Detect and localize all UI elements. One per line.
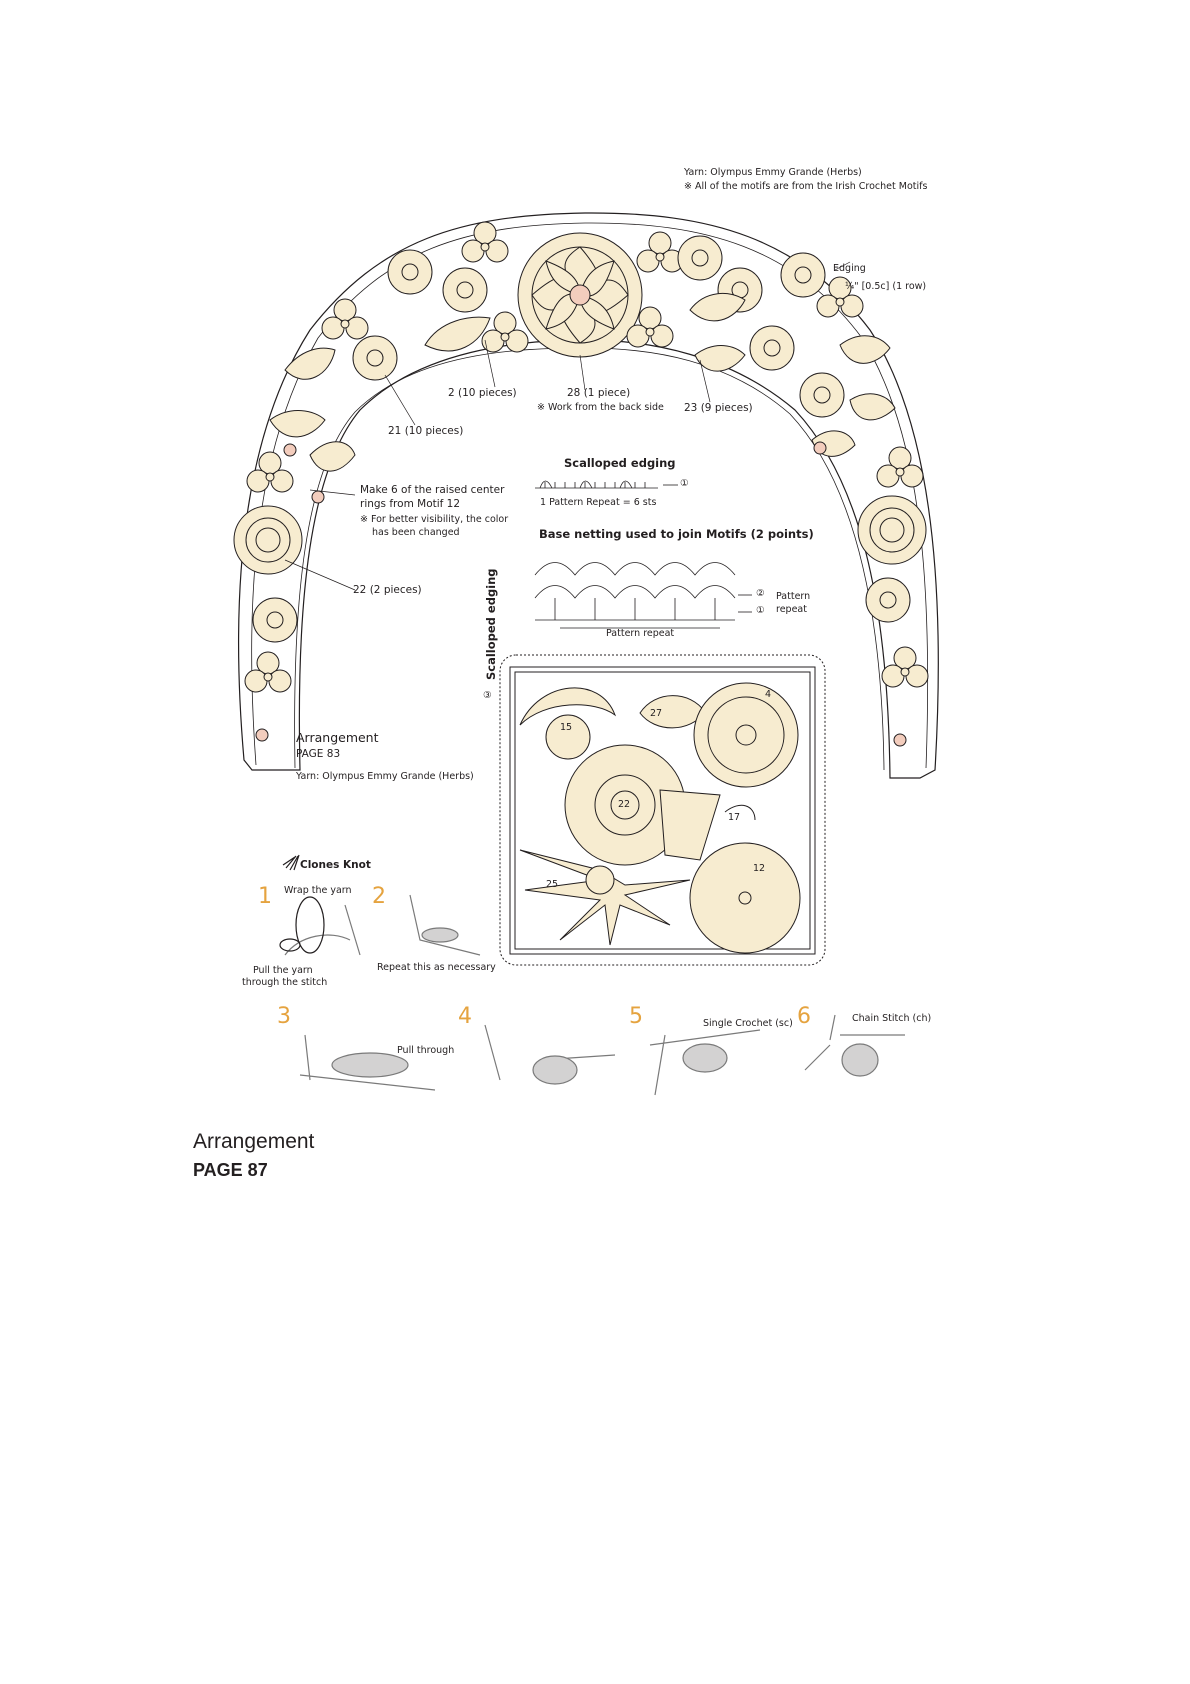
header-note: ※ All of the motifs are from the Irish C… [684, 181, 928, 192]
label-motif-2: 2 (10 pieces) [448, 387, 517, 399]
knot-step-6-text: Chain Stitch (ch) [852, 1013, 932, 1024]
knot-step-6-number: 6 [797, 1004, 811, 1029]
knot-step-4-illustration [484, 1024, 616, 1085]
clones-knot-icon [282, 854, 300, 871]
knot-step-2-text: Repeat this as necessary [377, 962, 496, 973]
knot-step-1-illustration [279, 896, 361, 956]
netting-row-1: ① [756, 605, 765, 616]
knot-step-5-text: Single Crochet (sc) [703, 1018, 793, 1029]
collar-arrangement: Arrangement [296, 730, 379, 745]
collar-page: PAGE 83 [296, 748, 341, 760]
label-motif-28: 28 (1 piece) [567, 387, 631, 399]
rings-note-1: ※ For better visibility, the color [360, 514, 509, 525]
knot-step-1-text-2: Pull the yarn [253, 965, 313, 976]
square-motif-17: 17 [728, 812, 741, 823]
square-motif-22: 22 [618, 799, 631, 810]
square-side-label: Scalloped edging [484, 568, 498, 680]
square-motif-4: 4 [765, 689, 772, 700]
caption-title: Arrangement [193, 1130, 315, 1153]
caption-page: PAGE 87 [193, 1160, 268, 1180]
collar-diagram [233, 212, 939, 779]
scalloped-repeat: 1 Pattern Repeat = 6 sts [540, 497, 657, 508]
motif-23-leaves [269, 292, 896, 472]
knot-step-4-number: 4 [458, 1004, 472, 1029]
netting-row-2: ② [756, 588, 765, 599]
label-motif-21: 21 (10 pieces) [388, 425, 464, 437]
motif-22-daisies [233, 495, 927, 575]
motif-25-petals [519, 849, 691, 946]
knot-step-3-number: 3 [277, 1004, 291, 1029]
motif-15-ring [545, 714, 591, 760]
rings-line-1: Make 6 of the raised center [360, 484, 505, 496]
motif-2-pieces [244, 221, 929, 693]
motif-15-crescent [519, 687, 617, 726]
clones-knot-title: Clones Knot [300, 859, 371, 871]
scalloped-title: Scalloped edging [564, 456, 676, 470]
knot-step-5-illustration [649, 1029, 761, 1096]
netting-pattern: Pattern [776, 591, 811, 602]
knot-step-6-illustration [804, 1014, 905, 1077]
square-side-row: ③ [483, 690, 492, 701]
label-motif-28-note: ※ Work from the back side [537, 402, 664, 413]
header-yarn: Yarn: Olympus Emmy Grande (Herbs) [684, 167, 862, 178]
motif-28 [517, 232, 643, 358]
netting-title: Base netting used to join Motifs (2 poin… [539, 527, 814, 541]
motif-17-grapes [659, 789, 756, 861]
label-motif-23: 23 (9 pieces) [684, 402, 753, 414]
edging-title: Edging [833, 263, 866, 274]
knot-step-1-text: Wrap the yarn [284, 885, 352, 896]
leader-lines [284, 261, 851, 591]
knot-step-3-illustration [299, 1034, 436, 1091]
knot-step-2-illustration [409, 894, 481, 956]
square-motif-15: 15 [560, 722, 573, 733]
motif-4-flower [693, 682, 799, 788]
collar-yarn: Yarn: Olympus Emmy Grande (Herbs) [296, 771, 474, 782]
knot-step-3-text: Pull through [397, 1045, 455, 1056]
motif-21-rosettes [252, 235, 911, 643]
label-motif-22: 22 (2 pieces) [353, 584, 422, 596]
square-motif-12: 12 [753, 863, 766, 874]
square-motif-27: 27 [650, 708, 663, 719]
collar-outline [237, 212, 939, 779]
knot-step-2-number: 2 [372, 884, 386, 909]
clones-knot-diagrams [279, 854, 905, 1096]
scalloped-edging-chart [535, 480, 678, 489]
motif-22-daisy [564, 744, 686, 866]
scalloped-row: ① [680, 478, 689, 489]
netting-chart [534, 562, 752, 629]
square-motif-25: 25 [546, 879, 559, 890]
knot-step-1-number: 1 [258, 884, 272, 909]
netting-pattern-repeat: Pattern repeat [606, 628, 675, 639]
netting-repeat: repeat [776, 604, 807, 615]
rings-line-2: rings from Motif 12 [360, 498, 461, 510]
knot-step-5-number: 5 [629, 1004, 643, 1029]
motif-12-flower [689, 842, 801, 954]
edging-detail: ¼" [0.5c] (1 row) [845, 281, 927, 292]
raised-center-rings [255, 441, 907, 747]
rings-note-2: has been changed [372, 527, 460, 538]
knot-step-1-text-3: through the stitch [242, 977, 328, 988]
square-panel [499, 654, 826, 966]
